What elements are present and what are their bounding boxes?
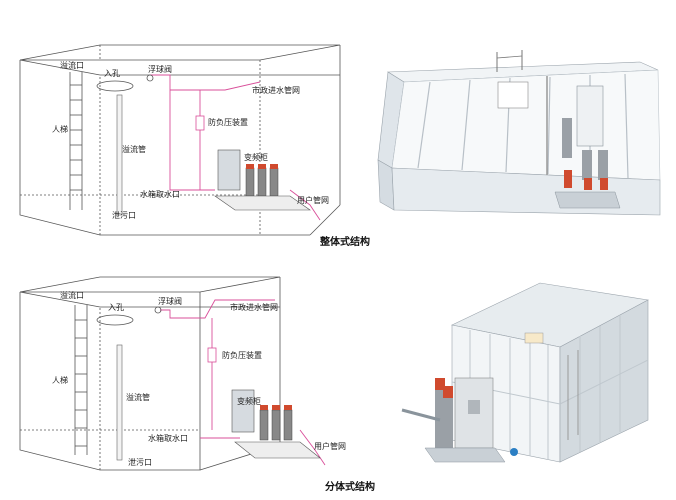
top-render-image: [377, 50, 661, 216]
bottom-caption: 分体式结构: [325, 480, 375, 493]
bottom-line-diagram: 溢流口 入孔 浮球阀 市政进水管网 人梯 防负压装置 溢流管 变频柜 水箱取水口…: [19, 276, 375, 493]
bottom-base-platform: [234, 441, 321, 459]
top-label-overflow-port: 溢流口: [60, 60, 84, 70]
bottom-label-municipal-pipe: 市政进水管网: [230, 302, 278, 312]
bottom-overflow-pipe: [116, 344, 123, 461]
top-overflow-pipe: [116, 94, 123, 216]
bottom-label-water-outlet: 水箱取水口: [148, 433, 188, 443]
top-ladder: [69, 72, 83, 210]
top-label-drain-port: 泄污口: [112, 210, 136, 220]
bottom-tank-outline: [19, 276, 281, 471]
top-label-water-outlet: 水箱取水口: [140, 189, 180, 199]
bottom-label-cabinet: 变频柜: [237, 396, 261, 406]
top-label-anti-pressure: 防负压装置: [208, 117, 248, 127]
bottom-label-anti-pressure: 防负压装置: [222, 350, 262, 360]
bottom-label-float-valve: 浮球阀: [158, 296, 182, 306]
bottom-pumps: [259, 405, 293, 441]
top-label-municipal-pipe: 市政进水管网: [252, 85, 300, 95]
top-anti-pressure-device: [195, 115, 205, 131]
top-label-ladder: 人梯: [52, 124, 68, 134]
top-municipal-pipe: [150, 74, 321, 221]
top-label-float-valve: 浮球阀: [148, 64, 172, 74]
bottom-label-overflow-port: 溢流口: [60, 290, 84, 300]
top-float-valve-icon: [146, 74, 154, 82]
top-pumps: [245, 164, 279, 197]
bottom-municipal-pipe: [160, 299, 326, 466]
bottom-anti-pressure-device: [207, 347, 217, 363]
bottom-manhole-icon: [96, 314, 134, 326]
top-label-cabinet: 变频柜: [244, 152, 268, 162]
bottom-control-cabinet: [231, 389, 255, 433]
bottom-label-ladder: 人梯: [52, 375, 68, 385]
top-line-diagram: 溢流口 入孔 浮球阀 市政进水管网 人梯 防负压装置 溢流管 变频柜 水箱取水口…: [19, 44, 370, 248]
top-label-user-pipe: 用户管网: [297, 195, 329, 205]
bottom-label-user-pipe: 用户管网: [314, 441, 346, 451]
top-caption: 整体式结构: [319, 235, 370, 248]
top-label-overflow-pipe: 溢流管: [122, 144, 146, 154]
top-label-manhole: 入孔: [104, 69, 120, 78]
bottom-ladder: [74, 305, 88, 455]
bottom-float-valve-icon: [154, 306, 162, 314]
top-base-platform: [214, 195, 311, 211]
top-manhole-icon: [96, 80, 134, 92]
top-control-cabinet: [217, 149, 241, 191]
bottom-label-drain-port: 泄污口: [128, 457, 152, 467]
bottom-label-overflow-pipe: 溢流管: [126, 392, 150, 402]
bottom-label-manhole: 入孔: [108, 303, 124, 312]
bottom-render-image: [401, 282, 649, 463]
